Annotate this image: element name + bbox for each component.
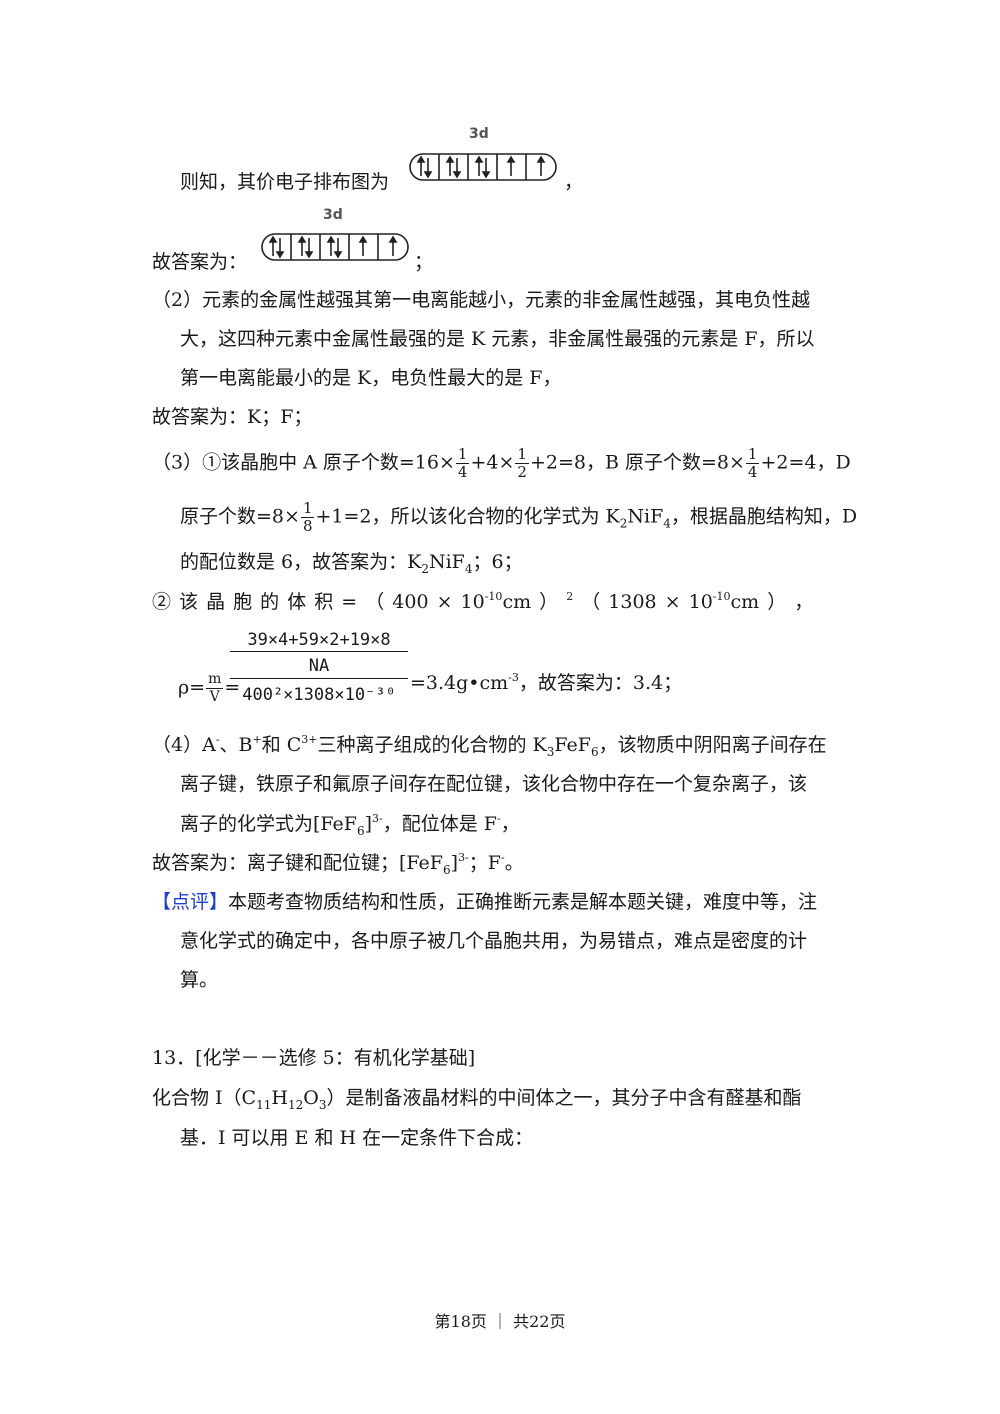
orbital-line-1-prefix: 则知，其价电子排布图为	[180, 171, 390, 193]
p3b-volume-line: ② 该 晶 胞 的 体 积 = （ 400 × 10-10cm ） 2 （ 13…	[152, 590, 814, 613]
density-denominator: 400²×1308×10⁻³⁰	[242, 685, 396, 705]
density-numerator-na: NA	[308, 656, 330, 676]
p2-answer: 故答案为：K；F；	[152, 406, 313, 428]
p2-line-3: 第一电离能最小的是 K，电负性最大的是 F，	[180, 367, 562, 389]
orbital-line-1-suffix: ，	[564, 171, 584, 193]
density-fraction: 39×4+59×2+19×8 NA 400²×1308×10⁻³⁰	[230, 630, 408, 705]
p2-line-2: 大，这四种元素中金属性最强的是 K 元素，非金属性最强的元素是 F，所以	[180, 328, 815, 350]
p4-answer: 故答案为：离子键和配位键；[FeF6]3-；F-。	[152, 851, 524, 877]
page-footer: 第18页 ｜ 共22页	[434, 1312, 566, 1331]
orbital-diagram-1	[409, 153, 557, 181]
comment-tag: 【点评】	[152, 891, 229, 913]
orbital-diagram-2	[261, 233, 409, 261]
rho-result: =3.4g•cm-3，故答案为：3.4；	[410, 671, 683, 694]
p4-line-2: 离子键，铁原子和氟原子间存在配位键，该化合物中存在一个复杂离子，该	[180, 773, 808, 795]
p2-line-1: （2）元素的金属性越强其第一电离能越小，元素的非金属性越强，其电负性越	[152, 289, 811, 311]
q13-line-1: 化合物 I（C11H12O3）是制备液晶材料的中间体之一，其分子中含有醛基和酯	[152, 1087, 802, 1112]
p4-line-3: 离子的化学式为[FeF6]3-，配位体是 F-，	[180, 812, 520, 838]
q13-line-2: 基．I 可以用 E 和 H 在一定条件下合成：	[180, 1127, 534, 1149]
density-fraction-bar	[230, 678, 408, 679]
density-numerator-top: 39×4+59×2+19×8	[230, 630, 408, 652]
comment-line-2: 意化学式的确定中，各中原子被几个晶胞共用，为易错点，难点是密度的计	[180, 930, 808, 952]
q13-title: 13．[化学－－选修 5：有机化学基础]	[152, 1047, 476, 1069]
orbital-line-2-suffix: ；	[414, 251, 434, 273]
orbital-line-2-prefix: 故答案为：	[152, 251, 248, 273]
comment-line-3: 算。	[180, 969, 219, 991]
orbital-2-label: 3d	[323, 207, 343, 223]
orbital-1-label: 3d	[469, 126, 489, 142]
comment-line-1: 【点评】本题考查物质结构和性质，正确推断元素是解本题关键，难度中等，注	[152, 891, 818, 913]
p3-line-3: 的配位数是 6，故答案为：K2NiF4；6；	[180, 551, 523, 576]
p4-line-1: （4）A-、B+和 C3+三种离子组成的化合物的 K3FeF6，该物质中阴阳离子…	[152, 733, 827, 759]
